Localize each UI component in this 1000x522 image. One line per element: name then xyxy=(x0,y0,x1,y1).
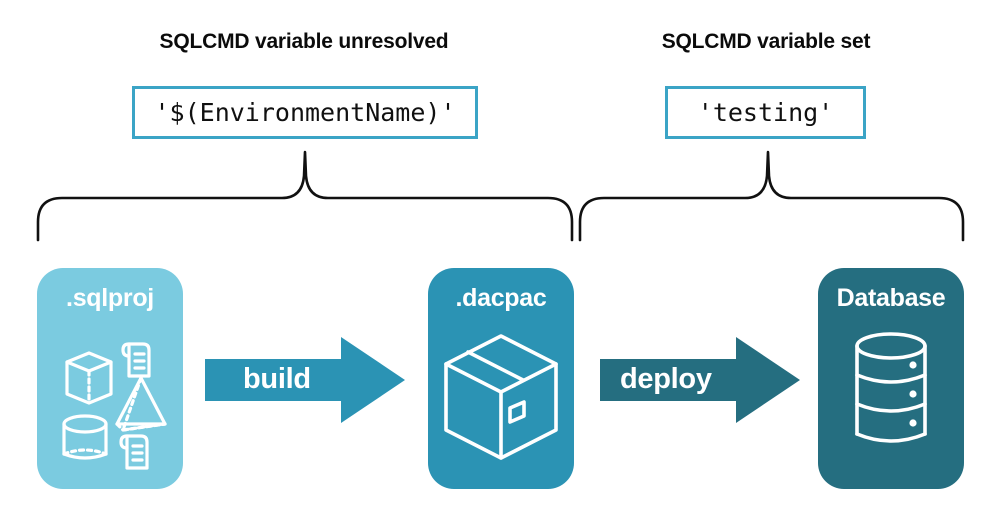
group-brace-right xyxy=(578,150,965,242)
build-arrow-shape xyxy=(205,337,405,423)
stage-label-dacpac: .dacpac xyxy=(455,284,547,312)
group-heading-set: SQLCMD variable set xyxy=(661,30,871,53)
stage-card-sqlproj: .sqlproj xyxy=(37,268,183,489)
sqlcmd-value-box-unresolved: '$(EnvironmentName)' xyxy=(132,86,478,139)
sqlcmd-value-set: 'testing' xyxy=(697,98,834,127)
group-brace-left xyxy=(36,150,574,242)
cylinder-icon xyxy=(62,414,108,460)
database-cylinder-icon xyxy=(855,332,927,443)
sqlcmd-value-box-set: 'testing' xyxy=(665,86,866,139)
stage-card-database: Database xyxy=(818,268,964,489)
stage-card-dacpac: .dacpac xyxy=(428,268,574,489)
transition-arrow-build: build xyxy=(205,337,405,423)
script-scroll-icon xyxy=(119,434,149,470)
deploy-arrow-shape xyxy=(600,337,800,423)
sql-project-objects-icon xyxy=(62,342,167,470)
stage-label-database: Database xyxy=(836,284,946,312)
transition-arrow-deploy: deploy xyxy=(600,337,800,423)
stage-label-sqlproj: .sqlproj xyxy=(66,284,154,312)
package-box-icon xyxy=(444,334,558,460)
pyramid-icon xyxy=(115,376,167,432)
transition-label-build: build xyxy=(243,363,311,395)
script-scroll-icon xyxy=(121,342,151,378)
group-heading-unresolved: SQLCMD variable unresolved xyxy=(159,30,449,53)
cube-icon xyxy=(65,351,113,405)
transition-label-deploy: deploy xyxy=(620,363,712,395)
sqlcmd-value-unresolved: '$(EnvironmentName)' xyxy=(154,98,456,127)
